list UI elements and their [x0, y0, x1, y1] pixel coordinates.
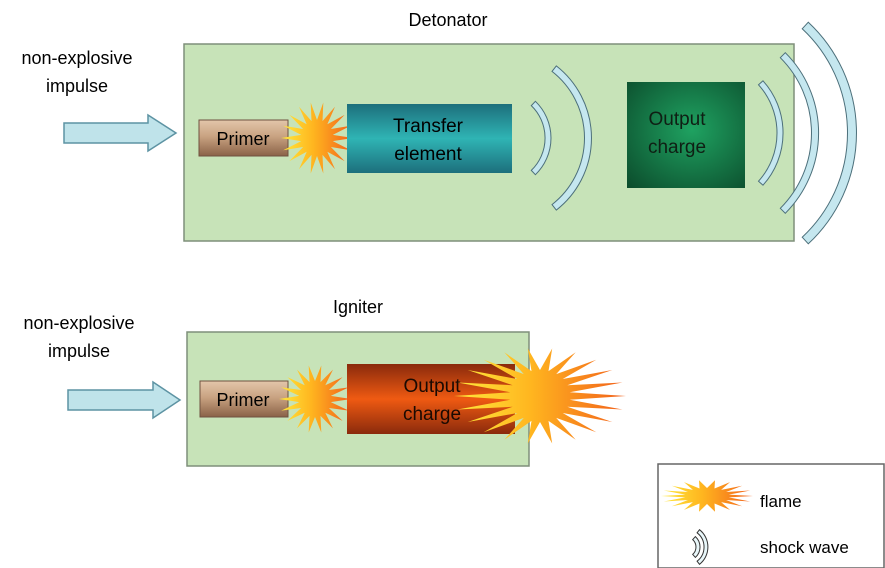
legend: flame shock wave — [657, 463, 885, 568]
detonator-transfer-label-line1: Transfer — [393, 116, 464, 137]
igniter-primer-flame-icon — [279, 365, 351, 433]
detonator-shock-wave-icon — [779, 51, 820, 215]
igniter-title: Igniter — [333, 297, 383, 317]
detonator-output-charge — [627, 82, 745, 188]
detonator-primer — [198, 119, 289, 157]
detonator-input-label-line2: impulse — [46, 76, 108, 96]
detonator-section: Detonator non-explosive impulse Primer T… — [21, 10, 857, 245]
shock-wave-icon — [691, 535, 701, 559]
igniter-input-label-line2: impulse — [48, 341, 110, 361]
detonator-output-label-line1: Output — [648, 109, 706, 130]
detonator-transfer-label-line2: element — [394, 144, 462, 165]
igniter-impulse-arrow — [67, 380, 182, 420]
shock-wave-icon — [696, 528, 709, 566]
igniter-input-label-line1: non-explosive — [23, 313, 134, 333]
detonator-title: Detonator — [408, 10, 487, 30]
detonator-shock-wave-icon — [530, 100, 552, 176]
detonator-flame-icon — [281, 102, 353, 174]
igniter-primer-label: Primer — [217, 390, 270, 410]
flame-icon — [661, 480, 753, 512]
detonator-input-label-line1: non-explosive — [21, 48, 132, 68]
detonator-primer-label: Primer — [217, 129, 270, 149]
detonator-impulse-arrow — [63, 113, 178, 153]
legend-shock-wave-label: shock wave — [760, 538, 849, 557]
igniter-output-label-line1: Output — [403, 376, 461, 397]
detonator-shock-wave-icon — [757, 80, 784, 186]
detonator-shock-wave-icon — [801, 21, 857, 245]
igniter-primer — [199, 380, 289, 418]
detonator-output-label-line2: charge — [648, 137, 706, 158]
igniter-output-flame-icon — [454, 348, 626, 444]
detonator-transfer-element — [347, 104, 512, 173]
igniter-section: Igniter non-explosive impulse Primer Out… — [23, 297, 626, 467]
detonator-shock-wave-icon — [551, 65, 592, 211]
legend-flame-label: flame — [760, 492, 802, 511]
igniter-output-label-line2: charge — [403, 404, 461, 425]
